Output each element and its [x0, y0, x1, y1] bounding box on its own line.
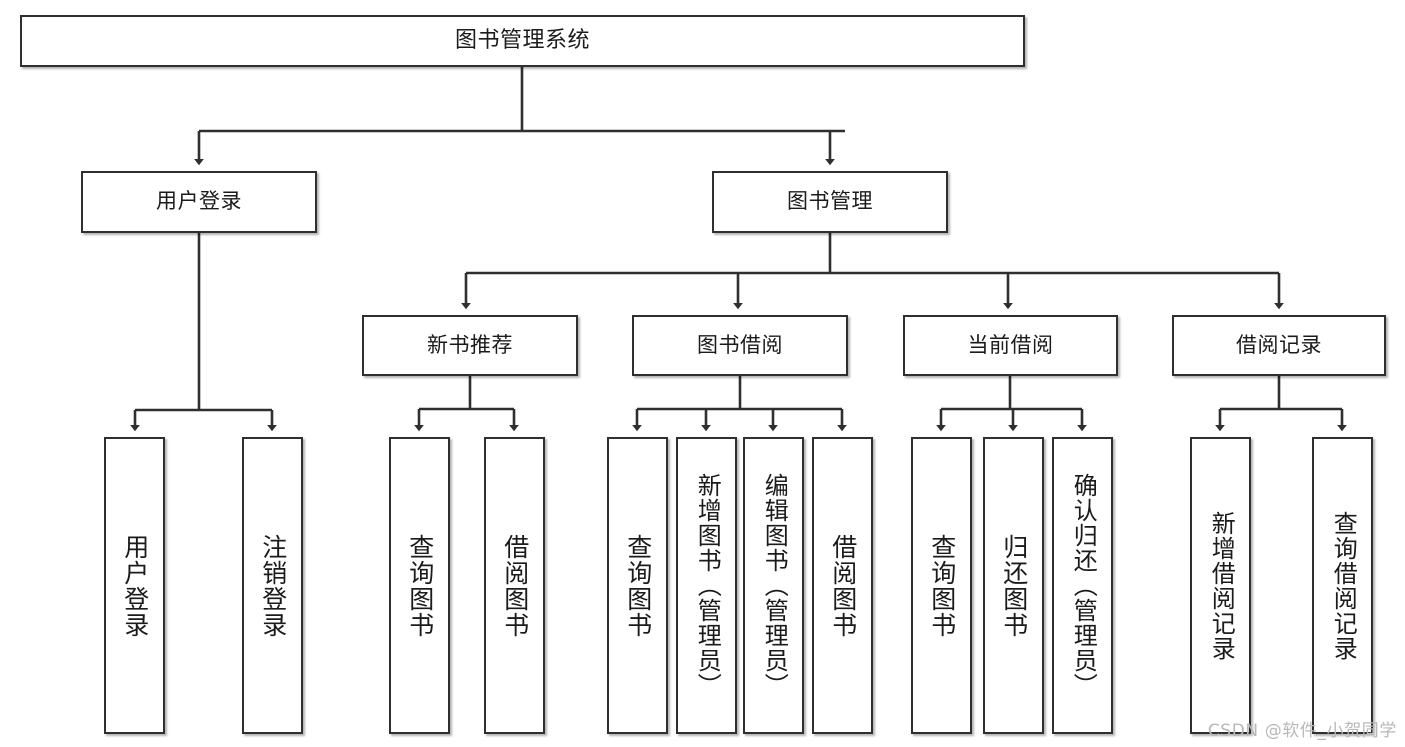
leaf-borrow-book[interactable]: 借阅图书 — [812, 437, 873, 734]
node-user-login[interactable]: 用户登录 — [81, 171, 317, 233]
leaf-confirm-return-admin[interactable]: 确认归还（管理员） — [1052, 437, 1113, 734]
node-borrow-record-label: 借阅记录 — [1236, 332, 1322, 357]
leaf-user-logout-label: 注销登录 — [258, 533, 288, 638]
node-current-borrow[interactable]: 当前借阅 — [903, 315, 1118, 376]
node-borrow-record[interactable]: 借阅记录 — [1172, 315, 1386, 376]
leaf-query-book-recommend[interactable]: 查询图书 — [389, 437, 450, 734]
node-root-label: 图书管理系统 — [454, 27, 590, 53]
leaf-query-book-recommend-label: 查询图书 — [405, 533, 435, 638]
node-book-borrow[interactable]: 图书借阅 — [632, 315, 848, 376]
leaf-query-borrow-record[interactable]: 查询借阅记录 — [1312, 437, 1373, 734]
leaf-user-logout[interactable]: 注销登录 — [242, 437, 303, 734]
csdn-watermark: CSDN @软件_小贺同学 — [1207, 721, 1397, 741]
leaf-query-book-current-label: 查询图书 — [927, 533, 957, 638]
leaf-add-borrow-record[interactable]: 新增借阅记录 — [1190, 437, 1251, 734]
node-root[interactable]: 图书管理系统 — [20, 15, 1025, 67]
leaf-edit-book-admin[interactable]: 编辑图书（管理员） — [743, 437, 804, 734]
leaf-confirm-return-admin-label: 确认归还（管理员） — [1069, 473, 1098, 698]
leaf-borrow-book-label: 借阅图书 — [828, 533, 858, 638]
leaf-query-book-current[interactable]: 查询图书 — [911, 437, 972, 734]
node-book-management[interactable]: 图书管理 — [712, 171, 948, 233]
leaf-user-login-label: 用户登录 — [120, 533, 150, 638]
leaf-query-book-borrow-label: 查询图书 — [623, 533, 653, 638]
leaf-return-book-label: 归还图书 — [999, 533, 1029, 638]
leaf-add-book-admin-label: 新增图书（管理员） — [693, 473, 722, 698]
leaf-query-book-borrow[interactable]: 查询图书 — [607, 437, 668, 734]
node-new-book-recommend-label: 新书推荐 — [427, 332, 513, 357]
leaf-borrow-book-recommend-label: 借阅图书 — [500, 533, 530, 638]
leaf-borrow-book-recommend[interactable]: 借阅图书 — [484, 437, 545, 734]
leaf-return-book[interactable]: 归还图书 — [983, 437, 1044, 734]
node-new-book-recommend[interactable]: 新书推荐 — [362, 315, 578, 376]
leaf-add-borrow-record-label: 新增借阅记录 — [1207, 510, 1236, 661]
node-user-login-label: 用户登录 — [156, 189, 242, 214]
node-current-borrow-label: 当前借阅 — [967, 332, 1054, 357]
leaf-query-borrow-record-label: 查询借阅记录 — [1329, 510, 1358, 661]
leaf-user-login[interactable]: 用户登录 — [104, 437, 165, 734]
node-book-borrow-label: 图书借阅 — [697, 332, 783, 357]
leaf-edit-book-admin-label: 编辑图书（管理员） — [760, 473, 789, 698]
leaf-add-book-admin[interactable]: 新增图书（管理员） — [676, 437, 737, 734]
node-book-management-label: 图书管理 — [787, 189, 873, 214]
